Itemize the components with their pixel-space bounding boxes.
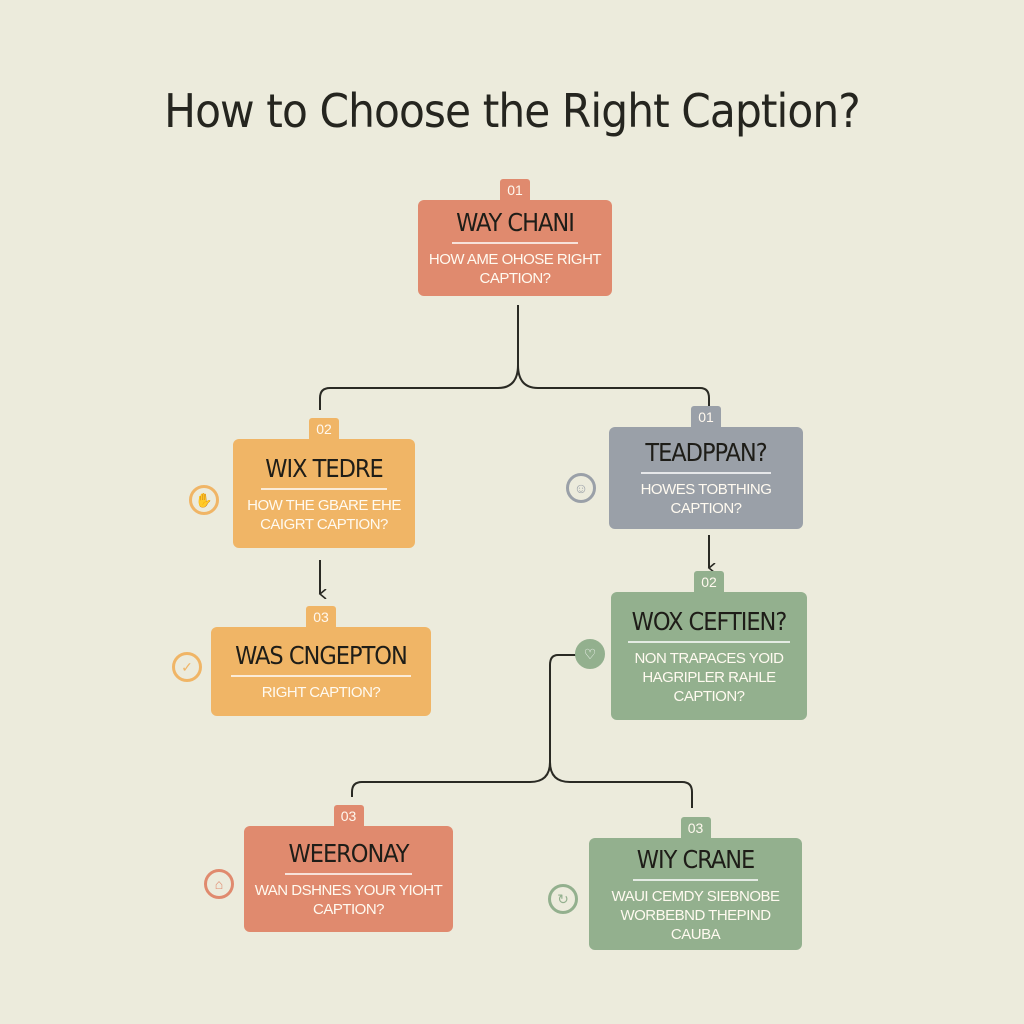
node-heading: TEADPPAN? (641, 438, 771, 474)
step-number-tab: 02 (694, 571, 724, 595)
step-number-tab: 03 (680, 817, 711, 841)
connector-lower-split (351, 654, 693, 808)
node-subtitle: RIGHT CAPTION? (261, 684, 381, 701)
flow-node: 02 WIX TEDRE HOW THE GBARE EHE CAIGRT CA… (233, 418, 415, 548)
flow-node: 01 WAY CHANI HOW AME OHOSE RIGHT CAPTION… (418, 179, 612, 296)
heart-icon: ♡ (575, 639, 605, 669)
node-heading: WAY CHANI (452, 208, 578, 244)
check-icon: ✓ (172, 652, 202, 682)
flow-node: 02 WOX CEFTIEN? NON TRAPACES YOID HAGRIP… (611, 571, 807, 720)
step-number-tab: 01 (691, 406, 721, 430)
page-title: How to Choose the Right Caption? (164, 84, 861, 138)
flow-node: 01 TEADPPAN? HOWES TOBTHING CAPTION? (609, 406, 803, 529)
bag-icon: ⌂ (204, 869, 234, 899)
node-subtitle: HOW AME OHOSE RIGHT CAPTION? (428, 251, 602, 287)
flow-node: 03 WAS CNGEPTON RIGHT CAPTION? (211, 606, 431, 716)
step-number-tab: 02 (309, 418, 339, 442)
step-number-tab: 03 (306, 606, 336, 630)
node-subtitle: NON TRAPACES YOID HAGRIPLER RAHLE CAPTIO… (634, 649, 784, 705)
node-subtitle: WAN DSHNES YOUR YIOHT CAPTION? (254, 882, 443, 918)
node-heading: WAS CNGEPTON (231, 641, 411, 677)
node-subtitle: WAUI CEMDY SIEBNOBE WORBEBND THEPIND CAU… (611, 887, 780, 943)
refresh-icon: ↻ (548, 884, 578, 914)
node-heading: WIX TEDRE (261, 454, 387, 490)
node-subtitle: HOWES TOBTHING CAPTION? (640, 481, 772, 517)
people-icon: ☺ (566, 473, 596, 503)
node-subtitle: HOW THE GBARE EHE CAIGRT CAPTION? (247, 496, 401, 533)
flow-node: 03 WEERONAY WAN DSHNES YOUR YIOHT CAPTIO… (244, 805, 453, 932)
step-number-tab: 03 (333, 805, 364, 829)
hand-icon: ✋ (189, 485, 219, 515)
connector-root-split (319, 305, 710, 410)
node-heading: WEERONAY (284, 839, 413, 875)
step-number-tab: 01 (500, 179, 530, 203)
flow-node: 03 WIY CRANE WAUI CEMDY SIEBNOBE WORBEBN… (589, 817, 802, 950)
node-heading: WIY CRANE (632, 845, 759, 881)
node-heading: WOX CEFTIEN? (627, 607, 791, 643)
